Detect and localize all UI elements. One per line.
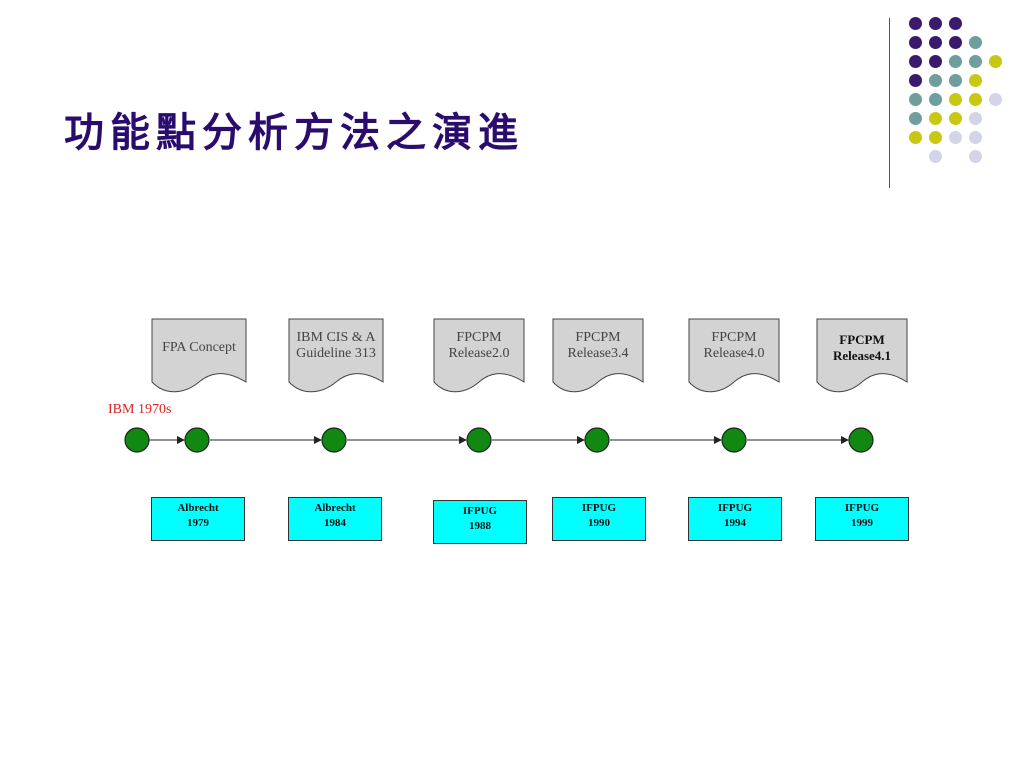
decor-dot	[969, 112, 982, 125]
doc-shape	[288, 318, 384, 393]
decor-dot	[969, 36, 982, 49]
decor-dot	[969, 131, 982, 144]
decor-dot	[929, 150, 942, 163]
decor-dot	[929, 36, 942, 49]
decor-dot	[949, 36, 962, 49]
decor-dot	[969, 55, 982, 68]
decor-dot	[969, 74, 982, 87]
timeline-node-origin	[124, 427, 150, 453]
decor-dot	[969, 150, 982, 163]
decor-dot	[989, 93, 1002, 106]
doc-shape	[433, 318, 525, 393]
decor-dot	[929, 55, 942, 68]
decor-dot	[909, 93, 922, 106]
decor-dot	[949, 17, 962, 30]
decor-dot	[929, 131, 942, 144]
decor-dot	[929, 93, 942, 106]
decor-dot	[909, 112, 922, 125]
decor-dot	[909, 74, 922, 87]
origin-label: IBM 1970s	[108, 402, 172, 417]
timeline-node	[848, 427, 874, 453]
doc-shape	[688, 318, 780, 393]
decor-dot	[929, 112, 942, 125]
decor-divider	[889, 18, 890, 188]
timeline-node	[584, 427, 610, 453]
decor-dot	[949, 93, 962, 106]
decor-dot	[989, 55, 1002, 68]
slide-title: 功能點分析方法之演進	[64, 109, 524, 156]
decor-dot	[909, 131, 922, 144]
doc-shape	[552, 318, 644, 393]
doc-fpa-concept: FPA Concept	[151, 318, 247, 396]
doc-shape	[151, 318, 247, 393]
doc-shape	[816, 318, 908, 393]
timeline-node	[321, 427, 347, 453]
decor-dot	[929, 74, 942, 87]
decor-dot	[969, 93, 982, 106]
timeline-node	[184, 427, 210, 453]
decor-dot	[949, 55, 962, 68]
decor-dot	[909, 17, 922, 30]
timeline-node	[721, 427, 747, 453]
decor-dot	[949, 74, 962, 87]
timeline-node	[466, 427, 492, 453]
decor-dot	[949, 131, 962, 144]
decor-dot	[909, 55, 922, 68]
decor-dot	[909, 36, 922, 49]
decor-dot	[949, 112, 962, 125]
decor-dot	[929, 17, 942, 30]
doc-label: FPA Concept	[162, 340, 236, 355]
